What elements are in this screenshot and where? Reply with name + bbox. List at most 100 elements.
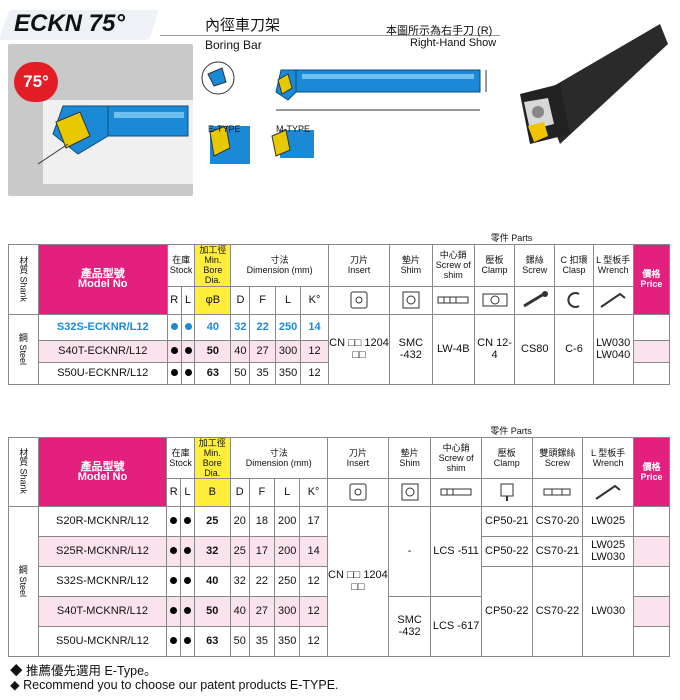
clamp-header-en: Clamp bbox=[493, 457, 520, 468]
right-hand-note-en: Right-Hand Show bbox=[410, 37, 497, 49]
pin-cell: LCS -511 bbox=[430, 505, 482, 597]
right-hand-note-zh: 本圖所示為右手刀 (R) bbox=[386, 25, 493, 37]
l-cell: 250 bbox=[274, 565, 301, 597]
clasp-header-zh: C 扣環 bbox=[560, 255, 588, 265]
model-cell: S20R-MCKNR/L12 bbox=[37, 505, 168, 537]
screw-header-zh: 雙頭鏍絲 bbox=[539, 447, 576, 458]
price-cell bbox=[632, 505, 671, 537]
stock-header: 在庫 Stock bbox=[166, 436, 195, 479]
screw-header-zh: 鏍絲 bbox=[525, 255, 544, 265]
wrench-header-en: Wrench bbox=[592, 457, 624, 468]
price-header-en: Price bbox=[640, 471, 663, 482]
model-header-en: Model No bbox=[78, 278, 128, 290]
model-cell: S50U-MCKNR/L12 bbox=[37, 625, 168, 657]
k-cell: 12 bbox=[299, 595, 328, 627]
model-cell: S40T-MCKNR/L12 bbox=[37, 595, 168, 627]
stock-dot bbox=[183, 547, 191, 554]
bore-cell: 63 bbox=[194, 361, 232, 385]
clasp-icon bbox=[567, 292, 580, 308]
col-r: R bbox=[166, 477, 182, 507]
l-cell: 200 bbox=[274, 505, 301, 537]
shank-header: 材質 Shank bbox=[8, 243, 39, 315]
model-cell: S32S-MCKNR/L12 bbox=[37, 565, 168, 597]
bore-cell: 40 bbox=[194, 313, 232, 341]
col-b: B bbox=[193, 477, 231, 507]
insert-header-en: Insert bbox=[346, 457, 370, 468]
d-cell: 40 bbox=[229, 595, 250, 627]
f-cell: 18 bbox=[248, 505, 276, 537]
parts-header: 零件 Parts bbox=[389, 232, 634, 245]
bore-cell: 32 bbox=[193, 535, 231, 567]
l-cell: 200 bbox=[274, 535, 301, 567]
clamp-cell: CP50-21 bbox=[480, 505, 533, 537]
model-cell: S40T-ECKNR/L12 bbox=[37, 339, 168, 363]
f-cell: 22 bbox=[248, 565, 276, 597]
dim-header-zh: 寸法 bbox=[270, 255, 289, 265]
col-l: L bbox=[180, 285, 196, 315]
e-type-label: E-TYPE bbox=[208, 124, 241, 134]
bore-header-zh: 加工徑 bbox=[199, 245, 227, 255]
d-cell: 40 bbox=[230, 339, 251, 363]
screw-cell: CS70-21 bbox=[531, 535, 584, 567]
col-l: L bbox=[180, 477, 195, 507]
model-header-zh: 產品型號 bbox=[80, 460, 125, 473]
insert-icon bbox=[350, 291, 368, 309]
l-cell: 250 bbox=[274, 313, 302, 341]
shim-header-en: Shim bbox=[399, 457, 420, 468]
shim-cell: SMC -432 bbox=[388, 595, 432, 657]
dimension-diagram bbox=[201, 61, 487, 164]
l-cell: 350 bbox=[274, 361, 302, 385]
bore-cell: 50 bbox=[193, 595, 231, 627]
k-cell: 12 bbox=[299, 625, 328, 657]
col-f: F bbox=[249, 285, 276, 315]
shank-value: 鋼 Steel bbox=[8, 505, 39, 657]
price-cell bbox=[632, 339, 671, 363]
price-cell bbox=[632, 535, 671, 567]
bore-cell: 40 bbox=[193, 565, 231, 597]
clamp-header-zh: 壓板 bbox=[497, 447, 516, 458]
model-cell: S50U-ECKNR/L12 bbox=[37, 361, 168, 385]
price-cell bbox=[632, 313, 671, 341]
shim-header-zh: 墊片 bbox=[401, 255, 420, 265]
pin-cell: LW-4B bbox=[431, 313, 475, 385]
col-f: F bbox=[248, 477, 276, 507]
f-cell: 35 bbox=[248, 625, 276, 657]
f-cell: 27 bbox=[249, 339, 276, 363]
bore-header-en: Min. Bore Dia. bbox=[203, 255, 223, 285]
price-cell bbox=[632, 595, 671, 627]
bore-header-en: Min. Bore Dia. bbox=[202, 447, 222, 478]
shank-header: 材質 Shank bbox=[8, 436, 39, 507]
price-cell bbox=[632, 625, 671, 657]
parts-header: 零件 Parts bbox=[388, 425, 634, 438]
price-cell bbox=[632, 565, 671, 597]
screw-header-en: Screw bbox=[544, 457, 570, 468]
pin-icon bbox=[440, 488, 472, 496]
clamp-cell: CP50-22 bbox=[480, 535, 533, 567]
clamp-cell: CN 12-4 bbox=[473, 313, 516, 385]
shim-icon bbox=[402, 291, 420, 309]
clamp-icon bbox=[500, 483, 514, 501]
tool-photo bbox=[500, 14, 670, 184]
stock-dot bbox=[183, 637, 191, 644]
col-b: φB bbox=[194, 285, 232, 315]
footnote-en: ◆ Recommend you to choose our patent pro… bbox=[10, 678, 339, 692]
col-l-dim: L bbox=[274, 285, 302, 315]
k-cell: 12 bbox=[300, 361, 329, 385]
col-k: K° bbox=[300, 285, 329, 315]
f-cell: 27 bbox=[248, 595, 276, 627]
f-cell: 35 bbox=[249, 361, 276, 385]
stock-dot bbox=[184, 347, 192, 354]
clamp-header-zh: 壓板 bbox=[485, 255, 504, 265]
col-r: R bbox=[166, 285, 182, 315]
f-cell: 22 bbox=[249, 313, 276, 341]
shim-header-zh: 墊片 bbox=[400, 447, 419, 458]
screw-header-en: Screw bbox=[522, 265, 548, 275]
stock-dot bbox=[184, 369, 192, 376]
pin-cell: LCS -617 bbox=[430, 595, 482, 657]
model-cell: S32S-ECKNR/L12 bbox=[37, 313, 168, 341]
table-row: S50U-MCKNR/L12 63 50 35 350 12 bbox=[9, 625, 671, 657]
table-row: 鋼 Steel S32S-ECKNR/L12 40 32 22 250 14 C… bbox=[8, 313, 671, 385]
d-cell: 32 bbox=[230, 313, 251, 341]
shim-cell: SMC -432 bbox=[389, 313, 433, 385]
